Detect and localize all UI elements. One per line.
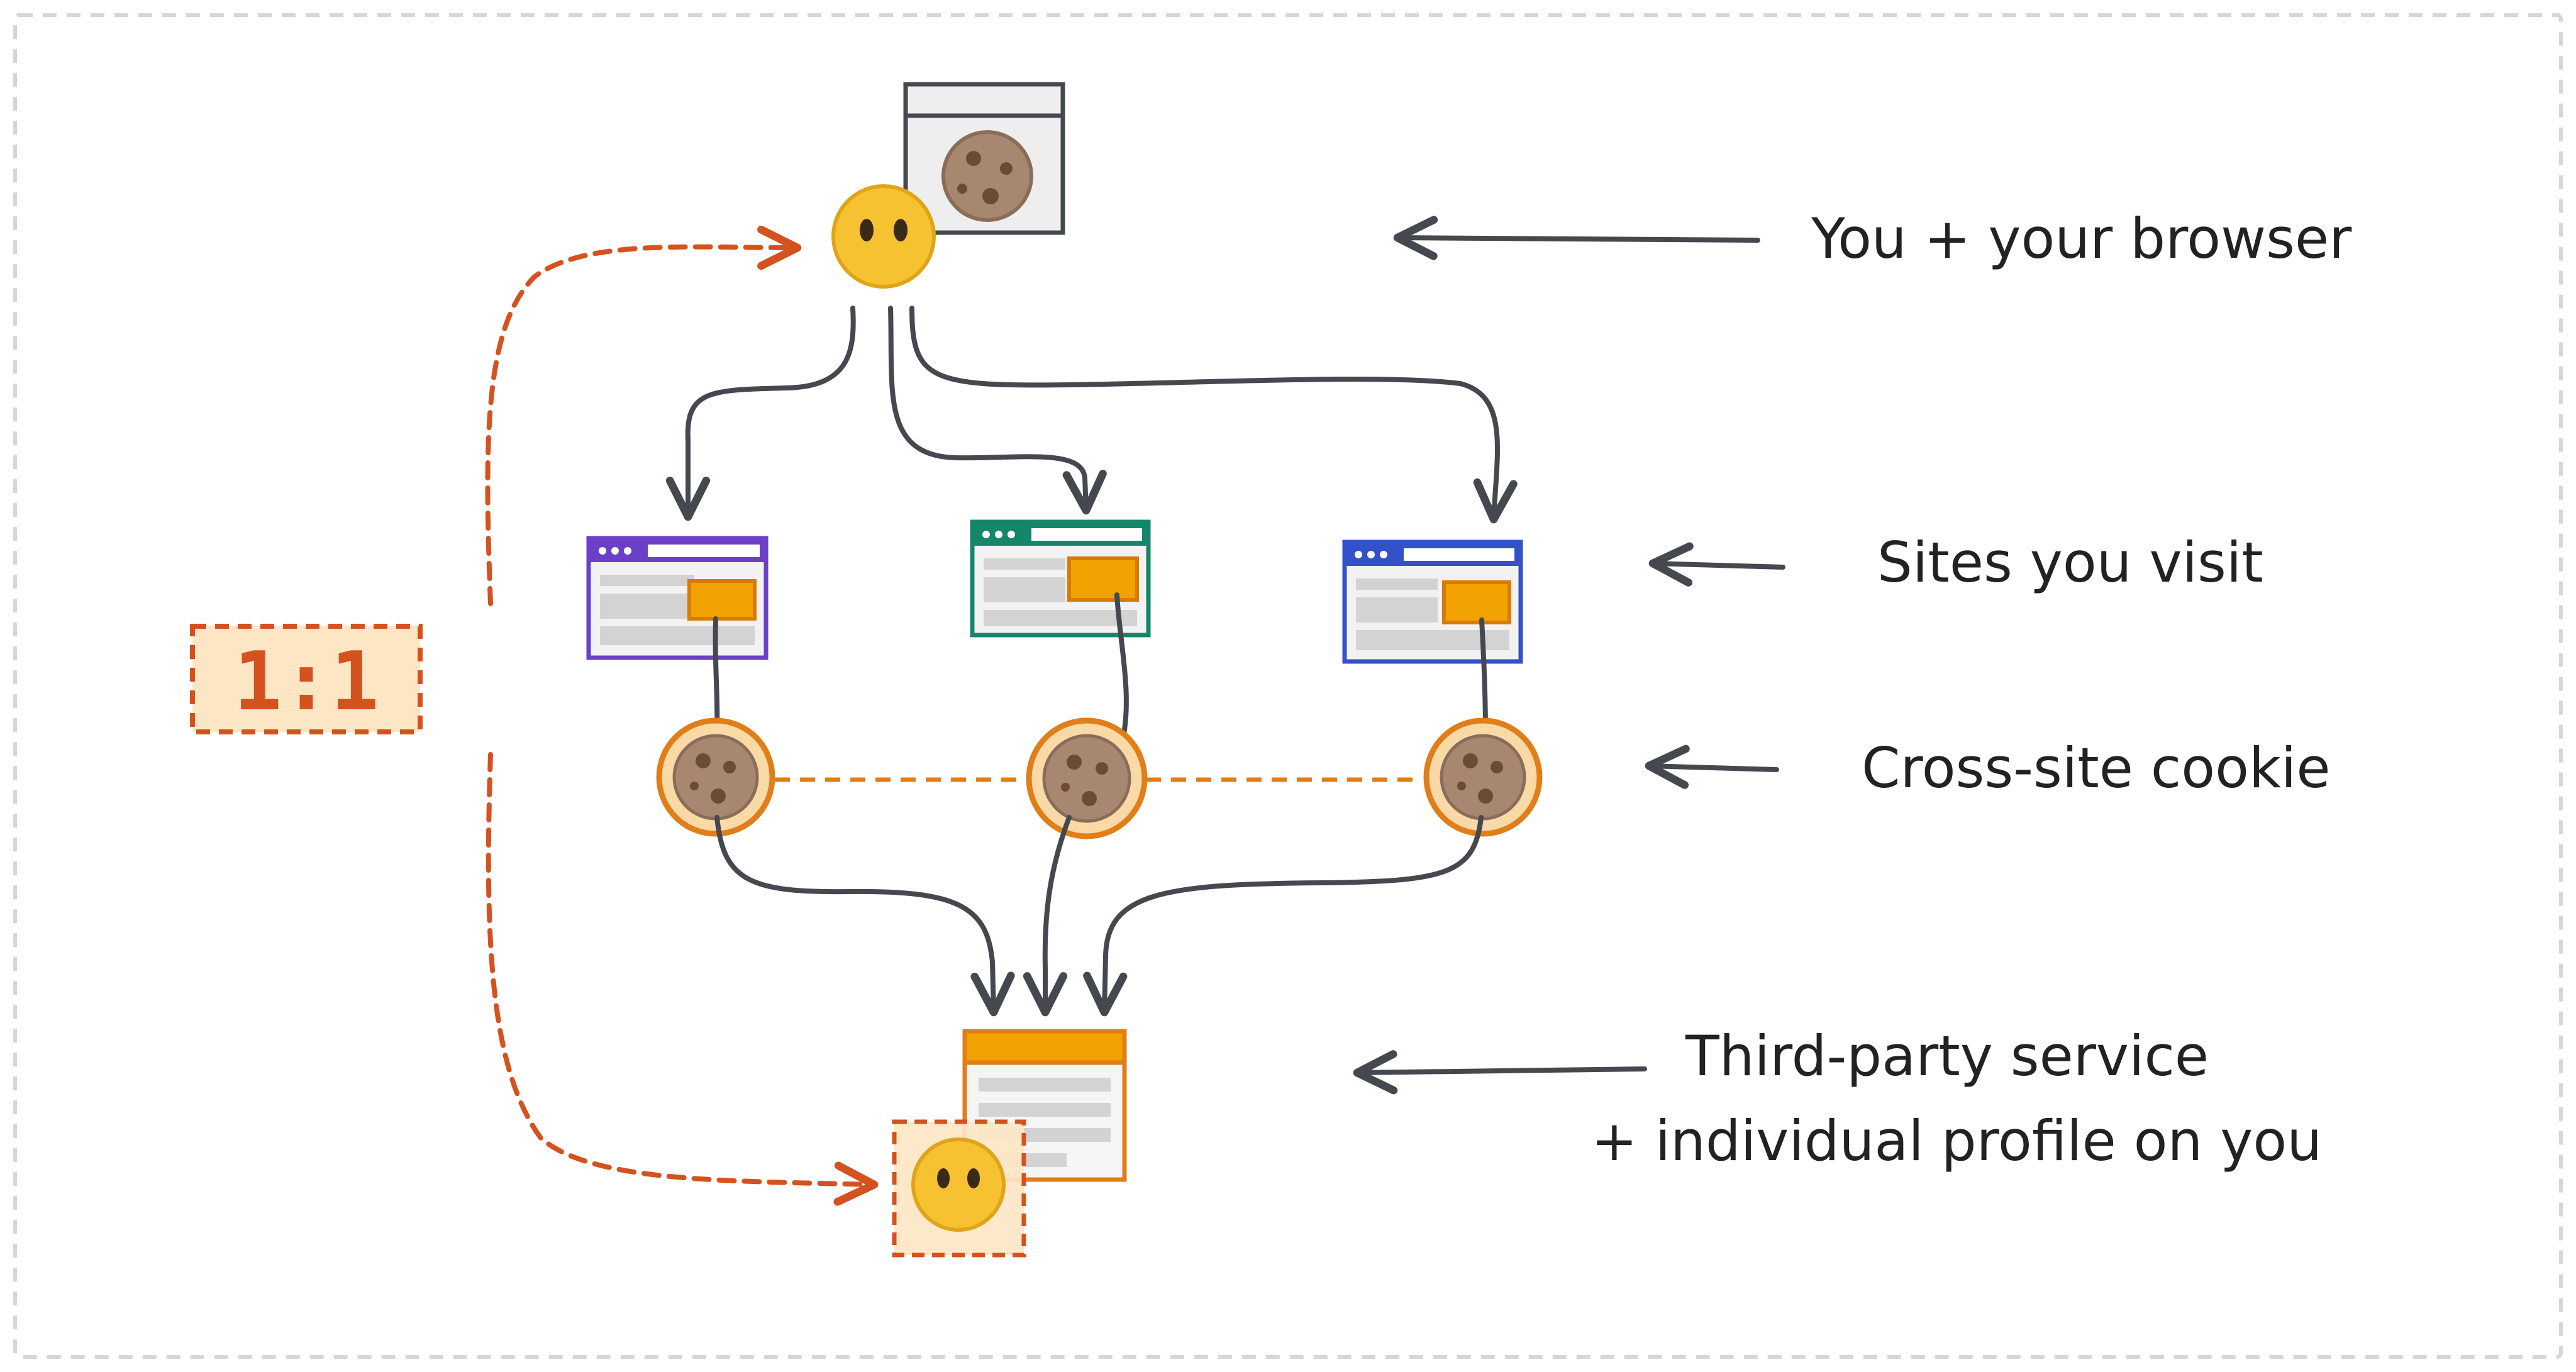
label-individual-profile: + individual profile on you — [1591, 1109, 2322, 1173]
label-cross-site-cookie: Cross-site cookie — [1862, 736, 2331, 800]
site-window-blue-browser-window-icon — [1342, 539, 1523, 664]
individual-profile-neutral-face-icon — [892, 1119, 1026, 1258]
arrow-left-icon — [1648, 542, 1785, 587]
connector-blue-site-cookie — [1479, 617, 1488, 736]
user-browser-window-icon — [903, 82, 1065, 235]
arrow-left-icon — [1645, 744, 1779, 789]
correlation-arrow-to-user — [485, 225, 802, 606]
diagram-frame — [13, 13, 2563, 1359]
ratio-badge-text: 1:1 — [233, 635, 379, 729]
flow-arrow-cookie-to-service — [714, 815, 1015, 1017]
cookie-icon — [656, 717, 775, 837]
cookie-icon — [1026, 717, 1148, 839]
ratio-badge: 1:1 — [190, 624, 423, 734]
label-sites-you-visit: Sites you visit — [1877, 530, 2263, 595]
flow-arrow-cookie-to-service — [1023, 815, 1072, 1017]
site-window-green-browser-window-icon — [970, 519, 1151, 638]
label-third-party-service: Third-party service — [1685, 1024, 2209, 1088]
cookie-icon — [941, 130, 1033, 222]
flow-arrow-to-blue-site — [909, 306, 1518, 524]
cookie-icon — [1423, 717, 1543, 837]
correlation-arrow-to-profile — [486, 752, 879, 1206]
arrow-left-icon — [1353, 1050, 1647, 1095]
user-neutral-face-icon — [831, 184, 936, 289]
flow-arrow-cookie-to-service — [1083, 815, 1484, 1017]
site-window-purple-browser-window-icon — [586, 536, 769, 660]
label-you-browser: You + your browser — [1811, 206, 2352, 271]
connector-green-site-cookie — [1114, 592, 1129, 739]
arrow-left-icon — [1393, 216, 1760, 260]
flow-arrow-to-purple-site — [665, 306, 856, 521]
flow-arrow-to-green-site — [888, 306, 1107, 515]
